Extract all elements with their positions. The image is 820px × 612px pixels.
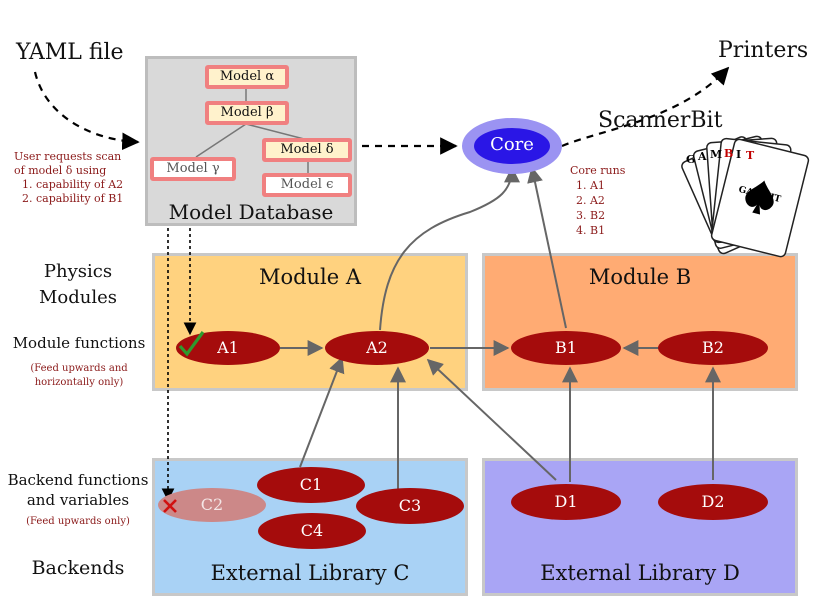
node-shapes bbox=[158, 331, 768, 549]
model-delta-label: Model δ bbox=[280, 142, 334, 157]
modules-label: Modules bbox=[38, 287, 118, 308]
physics-modules-label: Physics Modules bbox=[18, 259, 138, 311]
node-d2-shape bbox=[658, 484, 768, 520]
node-d1-shape bbox=[511, 484, 621, 520]
backends-label: Backends bbox=[31, 557, 125, 579]
module-functions-label: Module functions bbox=[12, 334, 146, 352]
external-library-d-title: External Library D bbox=[540, 561, 740, 585]
node-b2-shape bbox=[658, 331, 768, 365]
node-d1-label: D1 bbox=[554, 492, 578, 511]
module-b-title: Module B bbox=[588, 265, 692, 289]
model-gamma-box: Model γ bbox=[150, 157, 236, 181]
user-request-note: User requests scan of model δ using 1. c… bbox=[14, 150, 144, 206]
module-b-panel bbox=[482, 253, 798, 391]
printers-label: Printers bbox=[718, 38, 809, 63]
node-d2-label: D2 bbox=[701, 492, 725, 511]
core-runs-title: Core runs bbox=[570, 164, 626, 177]
node-b1-label: B1 bbox=[555, 338, 577, 357]
backend-functions-note: (Feed upwards only) bbox=[26, 516, 130, 527]
node-c3-label: C3 bbox=[398, 496, 422, 515]
model-beta-label: Model β bbox=[220, 105, 274, 120]
model-gamma-label: Model γ bbox=[166, 161, 220, 176]
model-epsilon-box: Model ϵ bbox=[262, 173, 352, 197]
model-alpha-box: Model α bbox=[205, 65, 289, 89]
svg-text:B: B bbox=[724, 147, 733, 160]
module-a-title: Module A bbox=[258, 265, 362, 289]
node-c1-shape bbox=[257, 467, 365, 503]
node-a1-shape bbox=[176, 331, 280, 365]
user-request-line2: of model δ using bbox=[14, 164, 107, 177]
yaml-to-database-arrow bbox=[33, 71, 140, 151]
core-run-1: 1. A1 bbox=[576, 179, 605, 192]
check-icon bbox=[178, 331, 205, 357]
cross-icon bbox=[163, 499, 177, 513]
core-run-2: 2. A2 bbox=[576, 194, 605, 207]
model-beta-box: Model β bbox=[205, 101, 289, 125]
svg-text:G: G bbox=[686, 153, 695, 166]
model-alpha-label: Model α bbox=[219, 69, 275, 84]
core-label: Core bbox=[490, 134, 534, 155]
dependency-arrows bbox=[280, 166, 721, 490]
module-functions-note: (Feed upwards and horizontally only) bbox=[10, 362, 148, 390]
module-a-panel bbox=[152, 253, 468, 391]
core-runs-list: Core runs 1. A1 2. A2 3. B2 4. B1 bbox=[570, 163, 625, 238]
model-delta-box: Model δ bbox=[262, 138, 352, 162]
node-b2-label: B2 bbox=[702, 338, 724, 357]
external-library-d-panel bbox=[482, 458, 798, 596]
core-run-4: 4. B1 bbox=[576, 224, 606, 237]
model-epsilon-label: Model ϵ bbox=[280, 177, 334, 192]
node-c2-label: C2 bbox=[200, 495, 224, 514]
backend-functions-line1: Backend functions bbox=[7, 471, 149, 489]
module-functions-note-line1: (Feed upwards and bbox=[30, 363, 128, 374]
dashed-flow-arrows bbox=[33, 66, 730, 155]
node-c1-label: C1 bbox=[299, 475, 323, 494]
node-c4-label: C4 bbox=[300, 521, 324, 540]
physics-label: Physics bbox=[43, 261, 113, 282]
node-a2-shape bbox=[325, 331, 429, 365]
core-run-3: 3. B2 bbox=[576, 209, 606, 222]
node-c4-shape bbox=[258, 513, 366, 549]
external-library-c-title: External Library C bbox=[210, 561, 410, 585]
scannerbit-label: ScannerBit bbox=[598, 108, 723, 133]
model-database-title: Model Database bbox=[168, 200, 334, 224]
user-request-item1: 1. capability of A2 bbox=[22, 178, 124, 191]
node-a2-label: A2 bbox=[366, 338, 388, 357]
node-c2-shape bbox=[158, 488, 266, 522]
gambit-cards-illustration: G A M B I T bbox=[681, 135, 810, 258]
module-functions-note-line2: horizontally only) bbox=[34, 377, 124, 388]
node-b1-shape bbox=[511, 331, 621, 365]
core-to-printers-arrow bbox=[561, 66, 730, 148]
node-c3-shape bbox=[356, 488, 464, 524]
backend-functions-label: Backend functions and variables bbox=[6, 470, 150, 510]
yaml-file-label: YAML file bbox=[16, 40, 124, 65]
core-node bbox=[474, 128, 550, 164]
svg-text:I: I bbox=[736, 148, 741, 161]
user-request-item2: 2. capability of B1 bbox=[22, 192, 124, 205]
svg-text:M: M bbox=[710, 148, 722, 161]
backend-functions-line2: and variables bbox=[26, 491, 130, 509]
node-a1-label: A1 bbox=[217, 338, 239, 357]
user-request-line1: User requests scan bbox=[14, 150, 122, 163]
svg-text:T: T bbox=[746, 149, 755, 162]
svg-text:A: A bbox=[697, 150, 707, 163]
model-tree-lines bbox=[195, 88, 309, 175]
